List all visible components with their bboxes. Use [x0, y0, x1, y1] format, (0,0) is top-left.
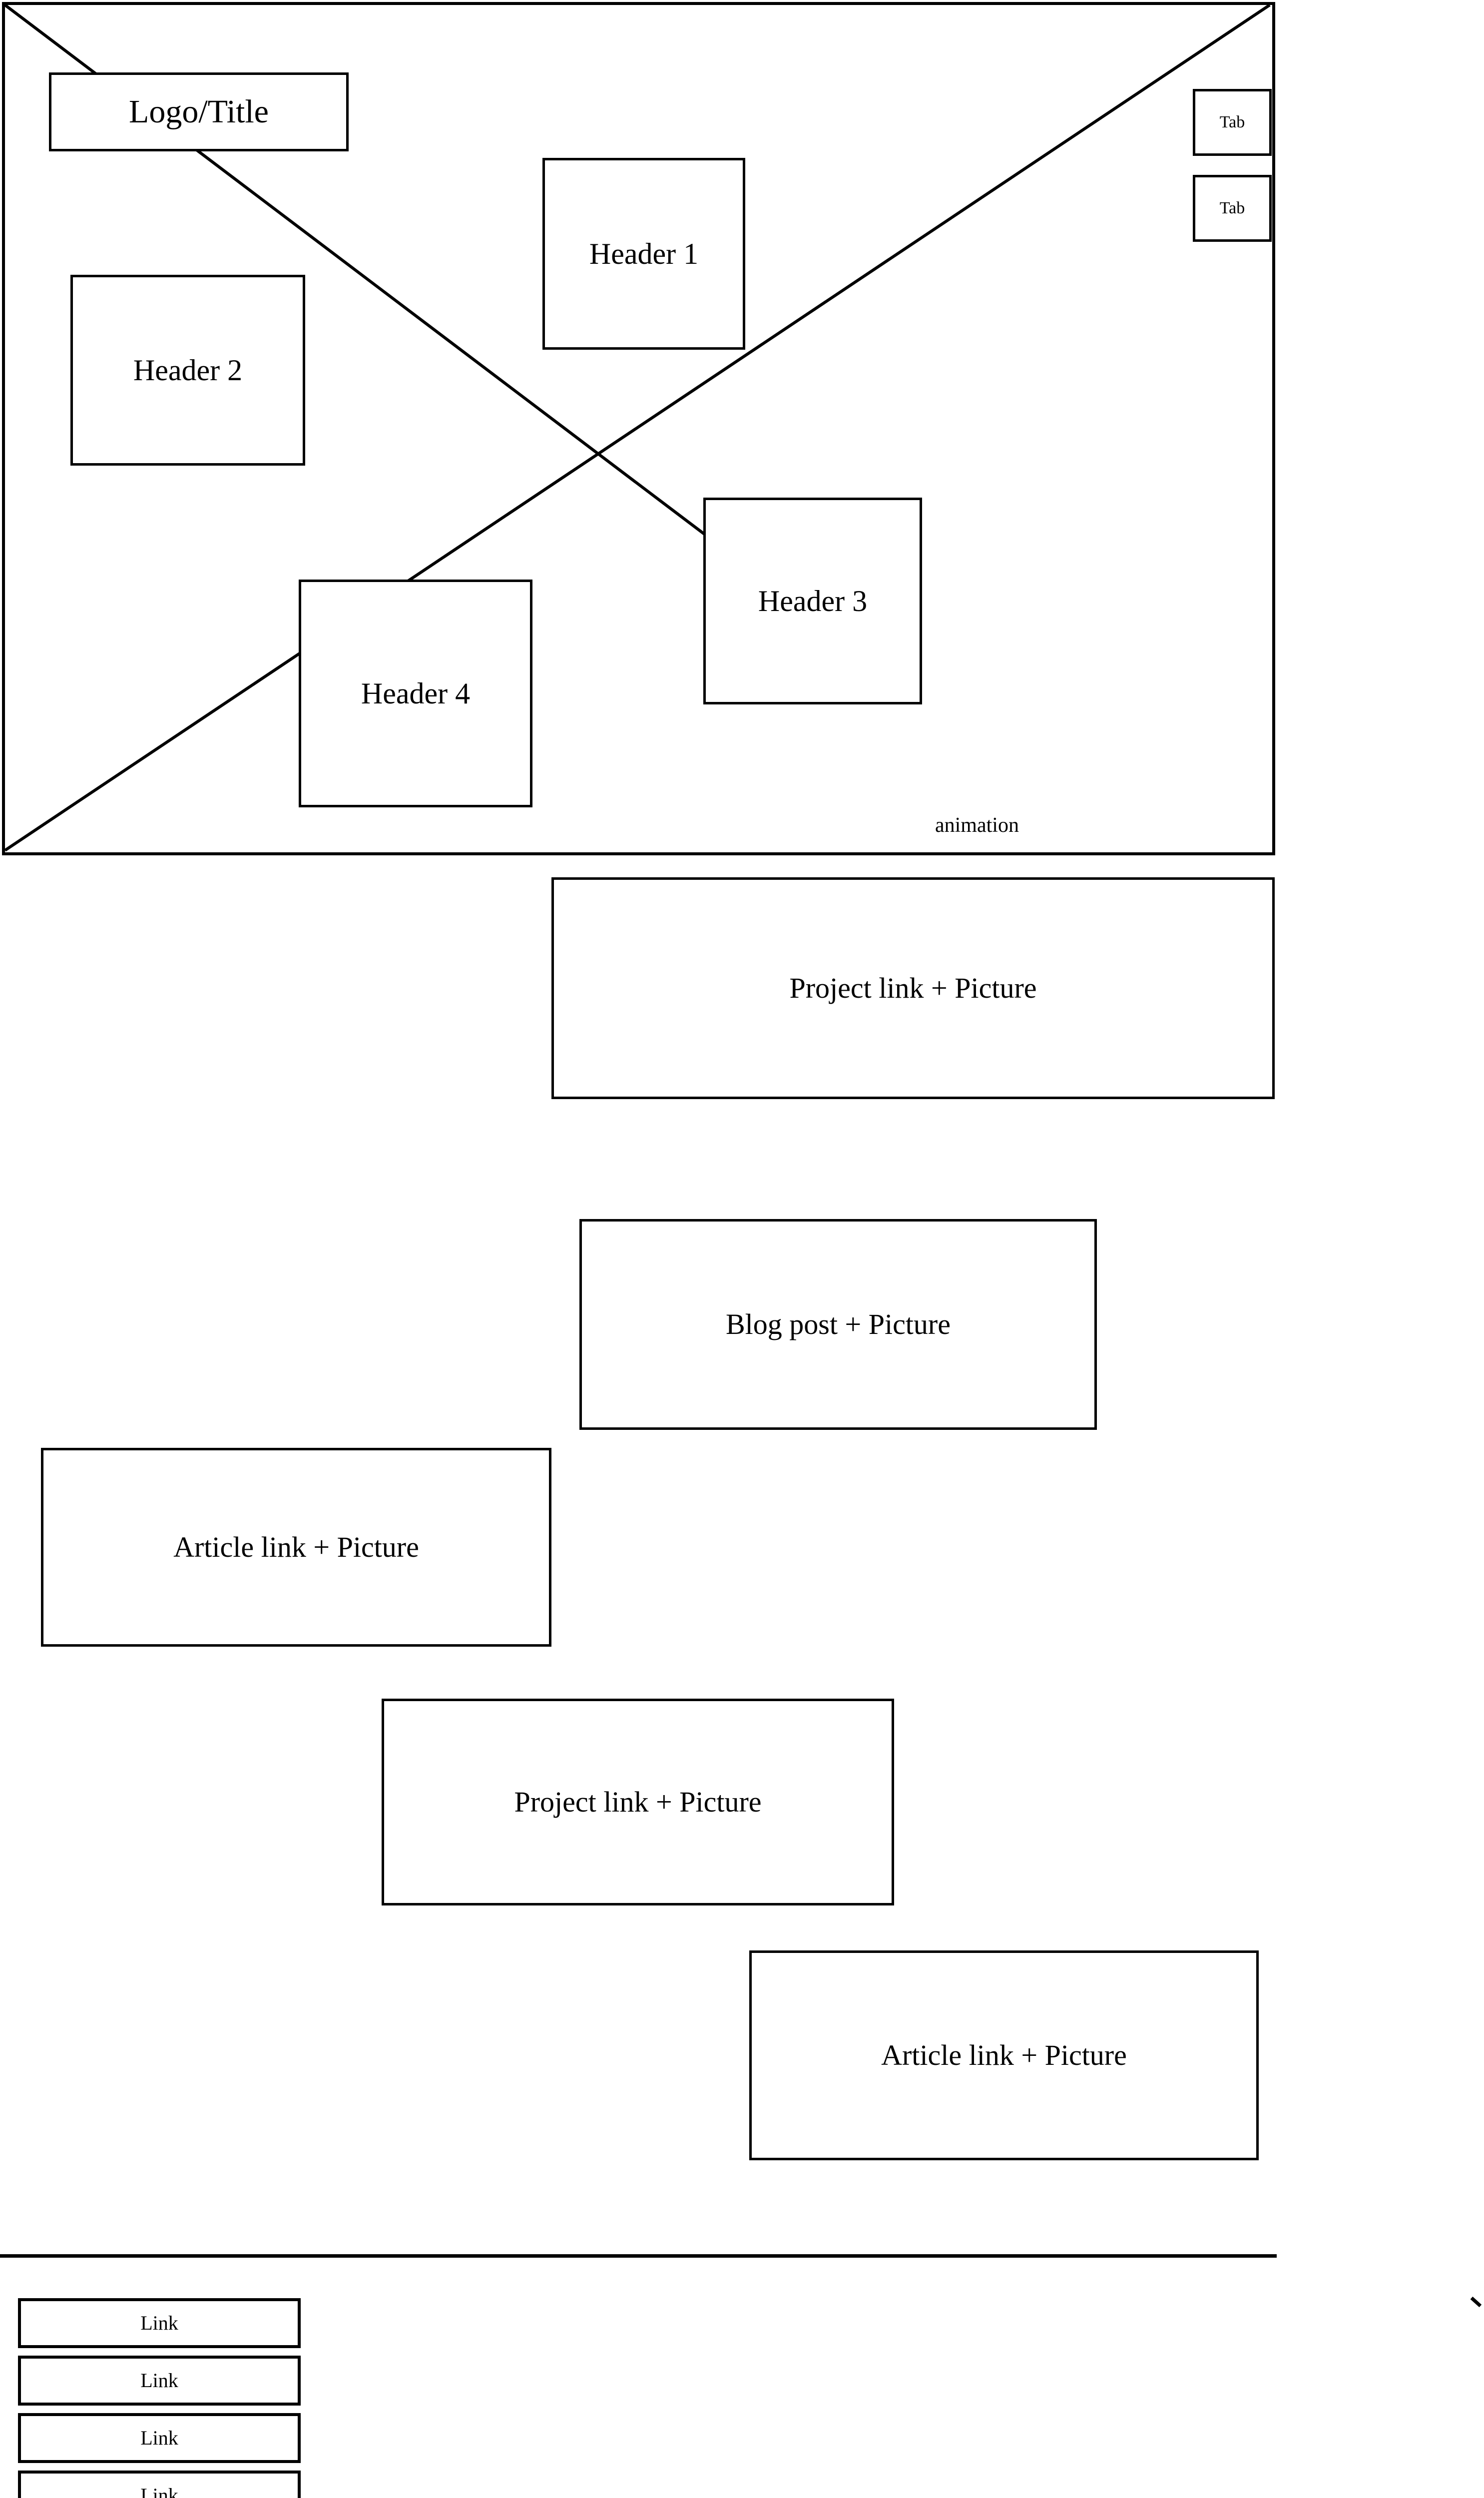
hero-section: Logo/Title Header 1 Header 2 Header 3 He…: [2, 2, 1275, 855]
header-3-box[interactable]: Header 3: [703, 498, 922, 704]
footer-link-1-label: Link: [140, 2312, 178, 2334]
header-4-box[interactable]: Header 4: [299, 580, 532, 807]
header-1-label: Header 1: [589, 237, 699, 270]
article-link-card-1[interactable]: Article link + Picture: [41, 1448, 551, 1647]
tab-2-label: Tab: [1219, 199, 1245, 218]
header-1-box[interactable]: Header 1: [542, 158, 745, 350]
project-link-card-1-label: Project link + Picture: [789, 972, 1037, 1005]
tab-2[interactable]: Tab: [1193, 175, 1272, 242]
header-2-box[interactable]: Header 2: [70, 275, 305, 466]
tick-mark-icon: [1470, 2296, 1482, 2308]
logo-title-label: Logo/Title: [129, 93, 269, 130]
blog-post-card[interactable]: Blog post + Picture: [579, 1219, 1097, 1430]
blog-post-card-label: Blog post + Picture: [726, 1308, 951, 1341]
logo-title-box[interactable]: Logo/Title: [49, 72, 349, 151]
footer-link-2-label: Link: [140, 2369, 178, 2392]
header-3-label: Header 3: [758, 585, 868, 618]
project-link-card-1[interactable]: Project link + Picture: [551, 877, 1275, 1099]
project-link-card-2-label: Project link + Picture: [514, 1786, 762, 1819]
footer-link-1[interactable]: Link: [18, 2298, 301, 2348]
footer-link-3-label: Link: [140, 2427, 178, 2449]
tab-1-label: Tab: [1219, 113, 1245, 132]
footer-link-4[interactable]: Link: [18, 2471, 301, 2498]
footer-link-2[interactable]: Link: [18, 2356, 301, 2406]
article-link-card-1-label: Article link + Picture: [173, 1531, 419, 1564]
article-link-card-2-label: Article link + Picture: [881, 2039, 1127, 2072]
header-4-label: Header 4: [361, 677, 471, 710]
tab-1[interactable]: Tab: [1193, 89, 1272, 156]
header-2-label: Header 2: [133, 354, 243, 387]
project-link-card-2[interactable]: Project link + Picture: [382, 1699, 894, 1905]
article-link-card-2[interactable]: Article link + Picture: [749, 1950, 1259, 2160]
footer-divider: [0, 2254, 1277, 2258]
footer-link-3[interactable]: Link: [18, 2413, 301, 2463]
animation-label: animation: [935, 814, 1019, 837]
footer-link-4-label: Link: [140, 2484, 178, 2498]
